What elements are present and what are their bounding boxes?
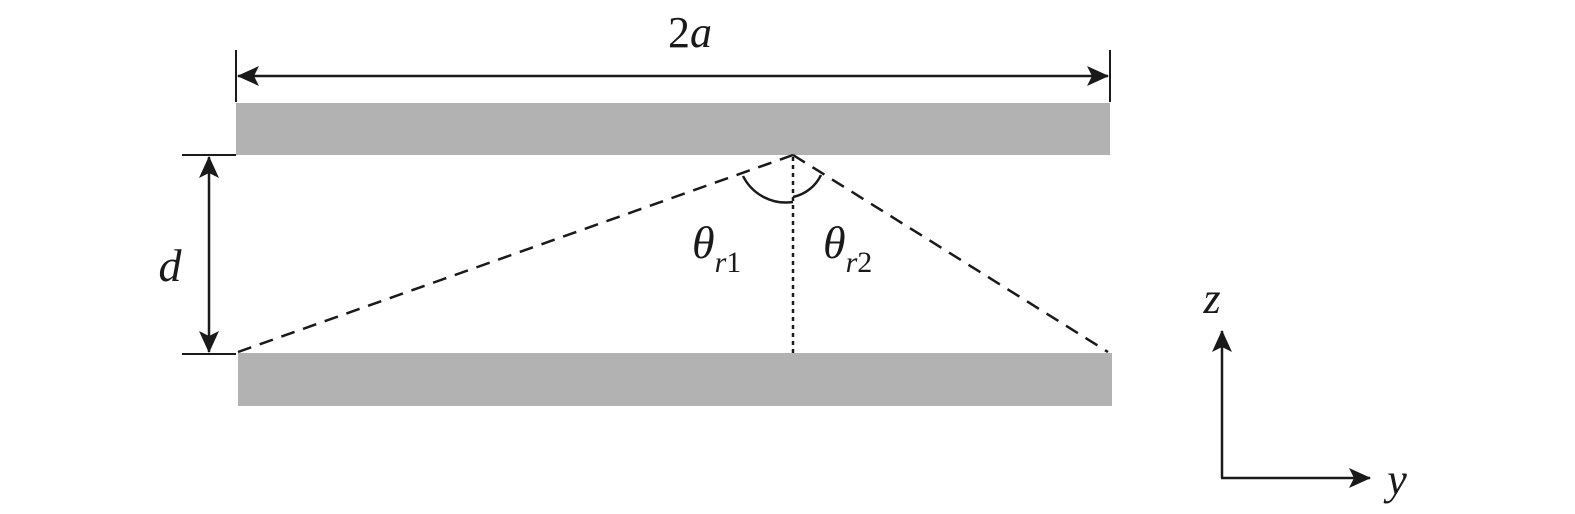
width-label: 2a — [668, 8, 712, 57]
coordinate-axes — [1212, 330, 1371, 488]
angle-arc-2 — [792, 174, 823, 199]
bottom-plate — [238, 353, 1112, 406]
y-axis-label: y — [1383, 455, 1407, 504]
angle-label-1: θr1 — [692, 217, 741, 279]
z-axis-label: z — [1202, 274, 1220, 323]
top-plate — [236, 103, 1110, 155]
width-dimension — [235, 50, 1111, 102]
angle-arc-1 — [741, 175, 794, 204]
gap-dimension — [182, 154, 236, 355]
ray-right — [792, 153, 1109, 354]
angle-label-2: θr2 — [823, 217, 872, 279]
gap-label: d — [159, 240, 183, 291]
ray-left — [237, 153, 794, 354]
